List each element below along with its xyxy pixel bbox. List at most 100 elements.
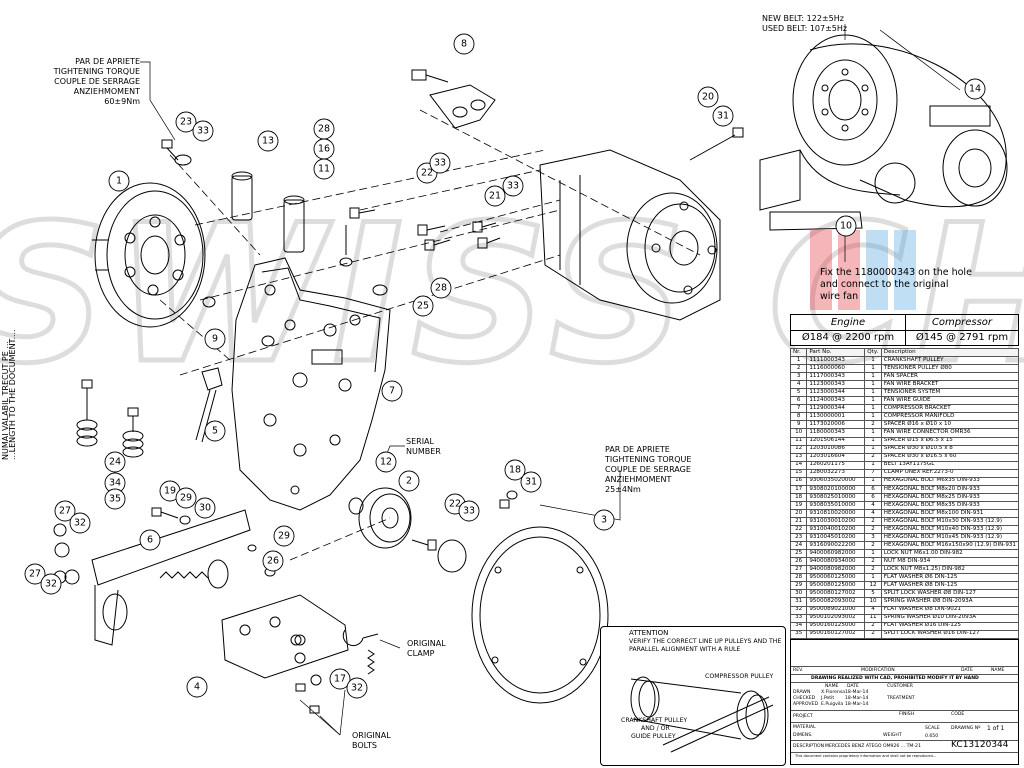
part-qty: 4 xyxy=(864,605,882,615)
svg-text:5: 5 xyxy=(212,426,218,437)
callout-2: 2 xyxy=(398,470,420,492)
callout-3: 3 xyxy=(593,509,615,531)
svg-text:...LENGTH TO THE DOCUMENT....: ...LENGTH TO THE DOCUMENT.... xyxy=(8,329,17,460)
part-number: 9500080125000 xyxy=(806,581,866,591)
part-nr: 12 xyxy=(789,444,808,454)
compressor-bracket xyxy=(231,257,391,511)
part-description: NUT M8 DIN-934 xyxy=(880,557,1020,567)
fan-note: Fix the 1180000343 on the hole and conne… xyxy=(820,267,972,302)
part-nr: 3 xyxy=(789,372,808,382)
part-description: HEXAGONAL BOLT M8x25 DIN-933 xyxy=(880,492,1020,502)
parts-list-header: Nr. Part No. Qty. Description xyxy=(789,347,1020,358)
part-nr: 27 xyxy=(789,565,808,575)
callout-35: 35 xyxy=(104,488,126,510)
part-nr: 9 xyxy=(789,420,808,430)
checked-label: CHECKED xyxy=(793,696,816,701)
crank-pulley-label-2: AND / OR xyxy=(641,725,670,732)
part-qty: 1 xyxy=(864,388,882,398)
part-number: 1124000343 xyxy=(806,396,866,406)
drawn-date: 18-Mar-14 xyxy=(845,690,869,695)
part-qty: 1 xyxy=(864,396,882,406)
part-number: 9310810020000 xyxy=(806,508,866,518)
callout-16: 16 xyxy=(313,138,335,160)
svg-text:12: 12 xyxy=(380,457,392,468)
callout-33d: 33 xyxy=(458,500,480,522)
part-qty: 1 xyxy=(864,372,882,382)
part-nr: 26 xyxy=(789,557,808,567)
part-nr: 33 xyxy=(789,613,808,623)
part-description: HEXAGONAL BOLT M10x45 DIN-933 (12.9) xyxy=(880,533,1020,543)
svg-text:30: 30 xyxy=(199,503,211,514)
svg-text:ORIGINAL: ORIGINAL xyxy=(352,731,391,740)
callout-29b: 29 xyxy=(273,525,295,547)
date-col: DATE xyxy=(847,684,859,689)
svg-text:27: 27 xyxy=(29,569,41,580)
part-nr: 22 xyxy=(789,525,808,535)
part-nr: 5 xyxy=(789,388,808,398)
svg-text:19: 19 xyxy=(164,486,176,497)
part-nr: 25 xyxy=(789,549,808,559)
callout-6: 6 xyxy=(139,529,161,551)
part-description: HEXAGONAL BOLT M16x150x90 (12.9) DIN-931 xyxy=(880,541,1020,551)
part-qty: 10 xyxy=(864,597,882,607)
svg-text:32: 32 xyxy=(45,579,57,590)
part-nr: 35 xyxy=(789,629,808,639)
tensioner-pulley xyxy=(358,487,412,549)
part-qty: 4 xyxy=(864,500,882,510)
part-number: 9316090022200 xyxy=(806,541,866,551)
crank-pulley-label-3: GUIDE PULLEY xyxy=(631,733,676,740)
col-qty: Qty. xyxy=(864,347,882,358)
svg-text:33: 33 xyxy=(434,158,446,169)
svg-text:10: 10 xyxy=(840,221,852,232)
callout-1: 1 xyxy=(108,170,130,192)
approved-label: APPROVED xyxy=(793,702,818,707)
col-description: Description xyxy=(880,347,1020,358)
part-nr: 14 xyxy=(789,460,808,470)
svg-text:32: 32 xyxy=(74,518,86,529)
part-nr: 1 xyxy=(789,356,808,366)
engine-value: Ø184 @ 2200 rpm xyxy=(791,331,906,345)
crank-pulley-label-1: CRANKSHAFT PULLEY xyxy=(621,717,688,724)
callout-12: 12 xyxy=(375,451,397,473)
callout-33a: 33 xyxy=(192,120,214,142)
part-nr: 19 xyxy=(789,500,808,510)
part-description: SPACER Ø30 x Ø10.5 x 8 xyxy=(880,444,1020,454)
part-nr: 6 xyxy=(789,396,808,406)
part-number: 1130000001 xyxy=(806,412,866,422)
tensioner-lever xyxy=(195,367,223,443)
original-clamp xyxy=(342,629,379,675)
part-qty: 1 xyxy=(864,444,882,454)
part-description: FLAT WASHER Ø8 DIN-9021 xyxy=(880,605,1020,615)
svg-text:22: 22 xyxy=(449,499,461,510)
callout-27b: 27 xyxy=(24,563,46,585)
col-nr: Nr. xyxy=(789,347,808,358)
callout-14: 14 xyxy=(964,78,986,100)
torque-note-mid: PAR DE APRIETE TIGHTENING TORQUE COUPLE … xyxy=(604,445,691,494)
svg-text:24: 24 xyxy=(109,457,121,468)
small-bolts xyxy=(151,490,518,577)
part-number: 1116000060 xyxy=(806,364,866,374)
callout-24: 24 xyxy=(104,451,126,473)
checked-date: 18-Mar-14 xyxy=(845,696,869,701)
part-description: HEXAGONAL BOLT M8x20 DIN-933 xyxy=(880,484,1020,494)
part-qty: 6 xyxy=(864,492,882,502)
assembly-lines xyxy=(159,109,701,561)
svg-text:4: 4 xyxy=(194,682,200,693)
svg-text:BOLTS: BOLTS xyxy=(352,741,377,750)
svg-text:11: 11 xyxy=(318,164,330,175)
part-number: 9308035010000 xyxy=(806,500,866,510)
callout-26: 26 xyxy=(262,550,284,572)
svg-text:25±4Nm: 25±4Nm xyxy=(605,485,641,494)
callout-30: 30 xyxy=(194,497,216,519)
part-number: 9310045010200 xyxy=(806,533,866,543)
